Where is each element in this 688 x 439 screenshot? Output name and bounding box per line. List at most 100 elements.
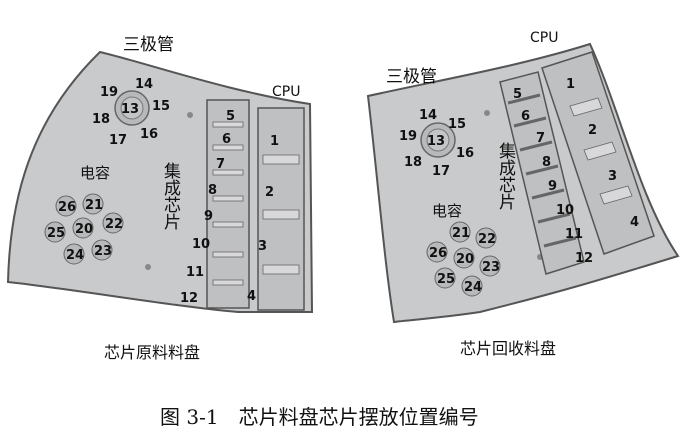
left-ic-7: 7 [216, 157, 225, 172]
right-cpu-slot [569, 97, 603, 117]
left-transistor-center-ring [120, 96, 144, 120]
left-transistor-14: 14 [135, 77, 153, 92]
right-transistor-18: 18 [404, 155, 422, 170]
left-ic-10: 10 [192, 237, 210, 252]
left-transistor-group: 13 14 15 16 17 18 19 [92, 77, 170, 148]
figure-caption: 图 3-1 芯片料盘芯片摆放位置编号 [160, 405, 479, 429]
left-ic-label-text: 集成芯片 [160, 162, 181, 230]
left-transistor-13: 13 [121, 102, 139, 117]
right-ic-9: 9 [548, 179, 557, 194]
right-cap-26: 26 [429, 246, 447, 261]
right-ic-5: 5 [513, 87, 522, 102]
left-ic-slot [212, 144, 244, 151]
left-cap-pad-25 [44, 221, 66, 243]
left-ic-slot [212, 221, 244, 228]
left-ic-12: 12 [180, 291, 198, 306]
right-transistor-center-ring [426, 128, 450, 152]
right-transistor-13: 13 [427, 134, 445, 149]
left-cpu-4: 4 [247, 289, 256, 304]
right-cpu-label: CPU [530, 30, 558, 46]
right-ic-12: 12 [575, 251, 593, 266]
right-cap-23: 23 [482, 260, 500, 275]
right-transistor-17: 17 [432, 164, 450, 179]
right-transistor-label: 三极管 [386, 67, 437, 87]
right-ic-10: 10 [556, 203, 574, 218]
right-transistor-19: 19 [399, 129, 417, 144]
right-ic-label: 集成芯片 [495, 142, 516, 210]
left-tray: 三极管 CPU 13 14 15 16 17 18 19 电容 21 22 23 [6, 35, 314, 362]
left-transistor-18: 18 [92, 112, 110, 127]
left-ic-slot [212, 279, 244, 286]
right-cap-pad-20 [453, 247, 475, 269]
left-cap-pad-26 [55, 195, 77, 217]
right-ic-slot [543, 236, 577, 248]
right-cpu-slot [599, 185, 633, 205]
left-cap-21: 21 [85, 198, 103, 213]
left-cpu-slot [262, 209, 300, 220]
left-tray-title: 芯片原料料盘 [104, 343, 200, 362]
right-ic-6: 6 [521, 109, 530, 124]
left-ic-slot [212, 195, 244, 202]
left-capacitor-group: 21 22 23 24 25 20 26 [44, 193, 124, 265]
left-ic-6: 6 [222, 132, 231, 147]
left-ic-column [206, 99, 250, 309]
left-cap-pad-24 [63, 243, 85, 265]
right-transistor-group: 13 14 15 16 17 18 19 [399, 108, 474, 179]
left-cap-26: 26 [58, 200, 76, 215]
left-ic-5: 5 [226, 109, 235, 124]
right-cpu-3: 3 [608, 169, 617, 184]
right-cap-25: 25 [437, 272, 455, 287]
right-cap-pad-25 [434, 267, 456, 289]
left-cap-24: 24 [66, 248, 84, 263]
right-ic-8: 8 [542, 155, 551, 170]
right-cpu-1: 1 [566, 77, 575, 92]
left-cap-22: 22 [105, 217, 123, 232]
right-cap-24: 24 [464, 280, 482, 295]
left-cap-23: 23 [94, 244, 112, 259]
right-cap-pad-26 [426, 241, 448, 263]
right-mount-hole-top [484, 110, 490, 116]
left-cap-20: 20 [75, 222, 93, 237]
left-cap-25: 25 [47, 226, 65, 241]
left-ic-slot [212, 169, 244, 176]
right-cap-pad-23 [479, 255, 501, 277]
left-transistor-16: 16 [140, 127, 158, 142]
right-cap-21: 21 [452, 226, 470, 241]
left-transistor-19: 19 [100, 85, 118, 100]
right-ic-slot [531, 188, 565, 200]
left-ic-8: 8 [208, 183, 217, 198]
left-cpu-label: CPU [272, 84, 300, 100]
right-tray-title: 芯片回收料盘 [460, 339, 556, 358]
left-cpu-slot [262, 264, 300, 275]
left-ic-11: 11 [186, 265, 204, 280]
right-ic-column [499, 71, 585, 275]
right-cap-22: 22 [478, 232, 496, 247]
right-capacitor-group: 21 22 23 24 25 20 26 [426, 221, 501, 297]
right-cap-pad-21 [449, 221, 471, 243]
right-ic-label-text: 集成芯片 [495, 142, 516, 210]
right-cpu-4: 4 [630, 215, 639, 230]
right-ic-slot [519, 140, 553, 152]
left-ic-label: 集成芯片 [160, 162, 181, 230]
left-ic-slot [212, 121, 244, 128]
right-transistor-16: 16 [456, 146, 474, 161]
left-mount-hole-bottom [145, 264, 151, 270]
right-cpu-2: 2 [588, 123, 597, 138]
right-ic-7: 7 [536, 131, 545, 146]
right-ic-slot [537, 212, 571, 224]
right-transistor-14: 14 [419, 108, 437, 123]
left-transistor-label: 三极管 [123, 35, 174, 55]
right-ic-11: 11 [565, 227, 583, 242]
left-cpu-2: 2 [265, 185, 274, 200]
right-transistor-15: 15 [448, 117, 466, 132]
right-ic-slots [507, 93, 577, 248]
left-transistor-17: 17 [109, 133, 127, 148]
left-cpu-1: 1 [270, 134, 279, 149]
left-cpu-column [257, 107, 305, 311]
left-cpu-3: 3 [258, 239, 267, 254]
left-cap-pad-20 [72, 217, 94, 239]
left-mount-hole-top [187, 112, 193, 118]
right-capacitor-label: 电容 [432, 202, 462, 220]
left-ic-slots [212, 121, 244, 286]
